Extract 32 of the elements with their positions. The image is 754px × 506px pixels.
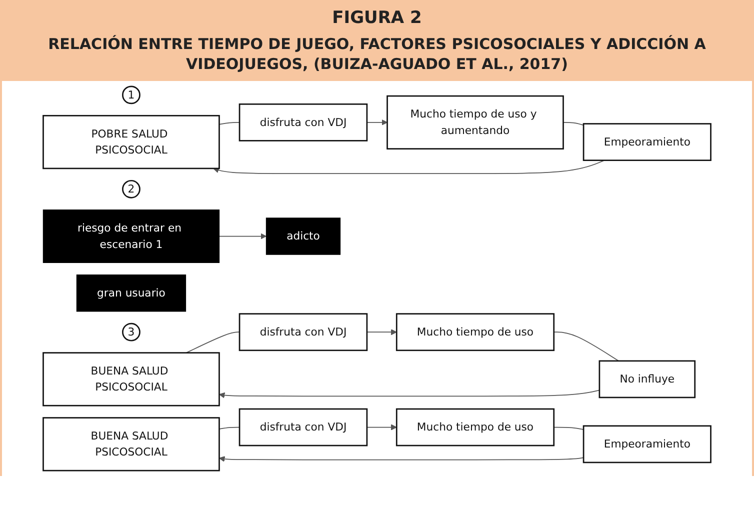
connector <box>218 121 240 124</box>
arrow <box>366 424 397 430</box>
node-box: Empeoramiento <box>582 424 712 463</box>
node-box: riesgo de entrar en escenario 1 <box>42 209 220 262</box>
arrow <box>366 328 397 335</box>
node-box: POBRE SALUD PSICOSOCIAL <box>42 114 220 169</box>
node-box: BUENA SALUD PSICOSOCIAL <box>42 416 220 471</box>
node-box: adicto <box>266 217 341 254</box>
node-box: Empeoramiento <box>582 122 712 160</box>
connector <box>562 121 584 126</box>
node-box: Mucho tiempo de uso <box>396 408 555 446</box>
arrow <box>218 456 584 462</box>
node-box: Mucho tiempo de uso <box>396 312 555 351</box>
node-box: disfruta con VDJ <box>238 312 368 351</box>
node-box: disfruta con VDJ <box>238 408 368 446</box>
node-circle: 3 <box>122 322 140 341</box>
node-box: gran usuario <box>76 274 186 312</box>
figure-title: FIGURA 2 <box>331 8 423 28</box>
arrow <box>366 118 388 125</box>
node-circle: 1 <box>122 85 140 104</box>
figure-subtitle: RELACIÓN ENTRE TIEMPO DE JUEGO, FACTORES PSICOSOCIALES Y ADICCIÓN A VIDEOJUEGOS, (BUIZA-AGUADO ET AL., 2017) <box>47 34 707 74</box>
node-box: Mucho tiempo de uso y aumentando <box>386 94 564 149</box>
connector <box>553 426 584 430</box>
node-circle: 2 <box>122 179 140 198</box>
arrow <box>213 159 605 174</box>
node-box: disfruta con VDJ <box>238 102 368 141</box>
connector <box>218 426 240 429</box>
arrow <box>218 232 267 239</box>
node-box: No influye <box>598 360 696 398</box>
arrow <box>218 389 600 398</box>
connector <box>553 331 619 361</box>
node-box: BUENA SALUD PSICOSOCIAL <box>42 352 220 406</box>
